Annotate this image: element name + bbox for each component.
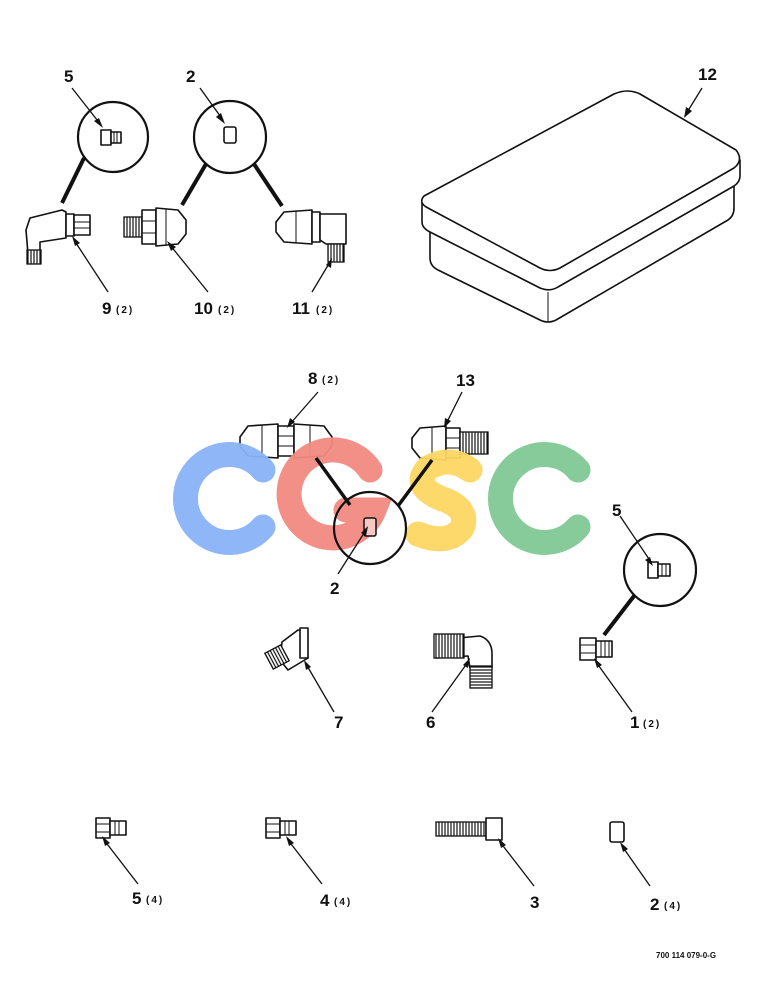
part-1-adapter — [579, 637, 613, 661]
callout-5-bottom-qty: (4) — [146, 895, 164, 906]
callout-5-right: 5 — [612, 501, 621, 520]
part-10-union-fitting — [123, 207, 187, 247]
part-11-elbow-union — [275, 209, 347, 263]
watermark — [173, 437, 591, 555]
part-13-connector — [411, 425, 489, 461]
detail-circle-cap — [60, 100, 150, 204]
callout-7: 7 — [334, 713, 343, 732]
callout-5-top: 5 — [64, 67, 73, 86]
callout-11: 11 — [292, 299, 310, 318]
part-7-45-elbow — [263, 627, 309, 671]
sleeve-2-middle-icon — [363, 517, 377, 537]
watermark-letter-c-2 — [488, 442, 591, 555]
drawing-code: 700 114 079-0-G — [656, 951, 716, 960]
callout-11-qty: (2) — [316, 305, 334, 316]
callout-2-middle: 2 — [330, 579, 339, 598]
part-4-cap — [265, 817, 297, 839]
callout-1-qty: (2) — [643, 719, 661, 730]
callout-6: 6 — [426, 713, 435, 732]
callout-9-qty: (2) — [116, 305, 134, 316]
part-9-elbow-fitting — [25, 209, 91, 265]
part-5-cap — [95, 817, 127, 839]
cap-5-right-icon — [647, 561, 671, 579]
sleeve-2-detail-icon — [223, 126, 237, 144]
detail-circle-sleeve-middle — [314, 456, 434, 566]
callout-4-qty: (4) — [334, 897, 352, 908]
callout-labels: 5 2 12 9 (2) 10 (2) 11 (2) 8 (2) 13 2 5 … — [64, 65, 717, 914]
callout-2-bottom: 2 — [650, 895, 659, 914]
watermark-letter-s — [405, 449, 483, 552]
callout-8-qty: (2) — [322, 375, 340, 386]
detail-circle-cap-right — [602, 532, 698, 637]
watermark-letter-g — [276, 437, 393, 551]
part-2-sleeve — [609, 821, 625, 843]
callout-3: 3 — [530, 893, 539, 912]
cap-5-detail-icon — [100, 129, 122, 146]
watermark-letter-c-1 — [173, 442, 276, 555]
callout-9: 9 — [102, 299, 111, 318]
callout-12: 12 — [698, 65, 717, 84]
callout-8: 8 — [308, 369, 317, 388]
part-3-nipple — [435, 817, 503, 841]
callout-2-top: 2 — [186, 67, 195, 86]
part-12-storage-case — [420, 90, 741, 323]
callout-5-bottom: 5 — [132, 889, 141, 908]
callout-10: 10 — [194, 299, 213, 318]
leader-arrows — [71, 87, 703, 887]
callout-1: 1 — [630, 713, 639, 732]
callout-4: 4 — [320, 891, 330, 910]
callout-10-qty: (2) — [218, 305, 236, 316]
callout-2-bottom-qty: (4) — [664, 901, 682, 912]
detail-circle-sleeve — [180, 99, 284, 208]
part-6-street-elbow — [433, 633, 493, 689]
callout-13: 13 — [456, 371, 475, 390]
